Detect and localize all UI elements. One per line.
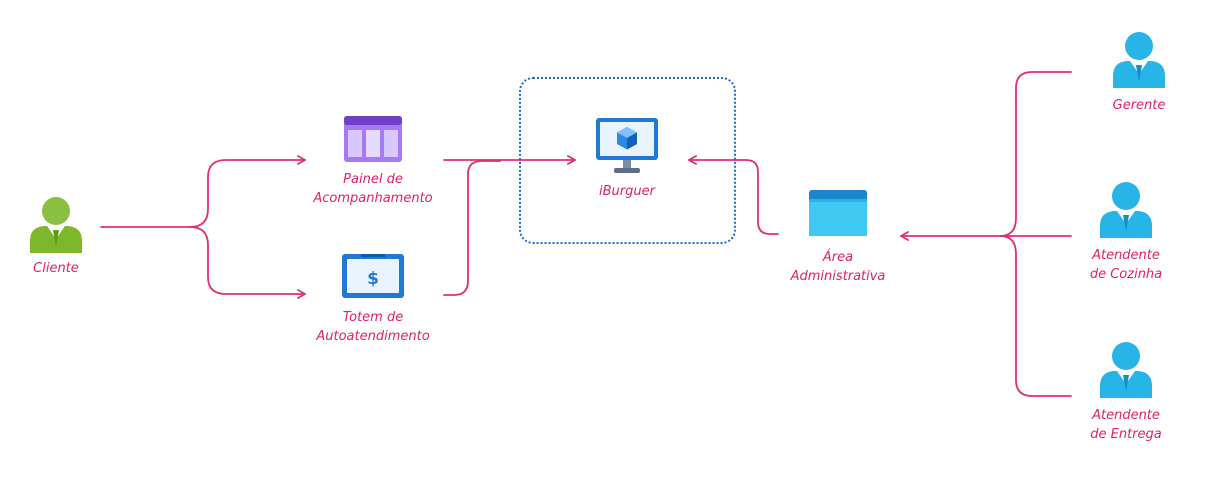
user-icon [1113,32,1165,88]
monitor-cube-icon [596,118,658,173]
connector-totem-iburguer [443,160,501,296]
gerente-label: Gerente [1112,98,1166,113]
payment-terminal-icon: $ [342,254,404,298]
node-atendente-entrega: Atendente de Entrega [1071,340,1181,444]
entrega-label: Atendente de Entrega [1090,408,1162,442]
node-cliente: Cliente [18,195,94,278]
iburguer-system-boundary [519,77,736,244]
cliente-label: Cliente [33,261,79,276]
connector-entrega [999,235,1072,397]
totem-label: Totem de Autoatendimento [316,310,430,344]
user-icon [1100,182,1152,238]
node-area-administrativa: Área Administrativa [773,190,903,286]
painel-label: Painel de Acompanhamento [313,172,433,206]
node-totem-autoatendimento: $ Totem de Autoatendimento [298,254,448,346]
svg-text:$: $ [367,269,379,289]
connector-cliente-totem [189,226,306,299]
dashboard-icon [344,116,402,162]
cozinha-label: Atendente de Cozinha [1089,248,1163,282]
user-icon [30,197,82,253]
node-painel-acompanhamento: Painel de Acompanhamento [300,116,446,208]
node-iburguer: iBurguer [587,118,667,201]
node-atendente-cozinha: Atendente de Cozinha [1071,180,1181,284]
area-label: Área Administrativa [790,250,886,284]
iburguer-label: iBurguer [599,184,655,199]
browser-window-icon [809,190,867,236]
connector-gerente [999,71,1072,237]
node-gerente: Gerente [1084,30,1194,115]
user-icon [1100,342,1152,398]
connector-area-iburguer [688,155,779,235]
connector-cliente-split [100,155,306,228]
